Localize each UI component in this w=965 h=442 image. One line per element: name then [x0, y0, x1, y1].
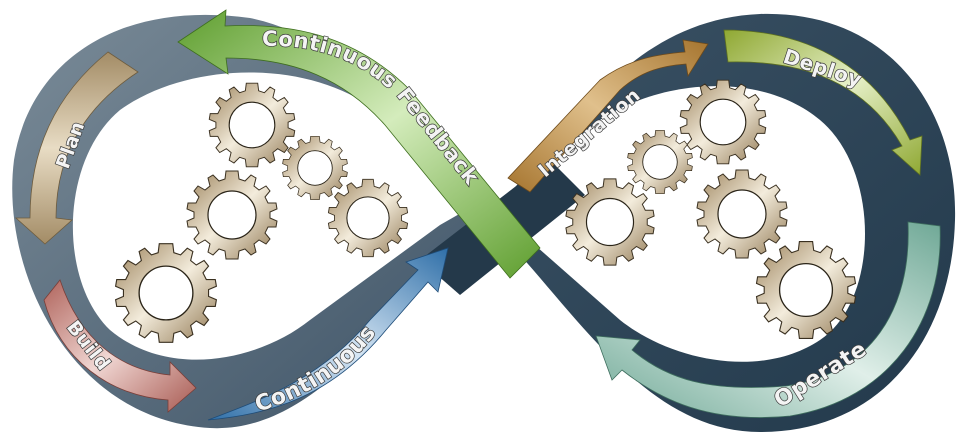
- stage-deploy-arrow[interactable]: Deploy: [723, 29, 923, 176]
